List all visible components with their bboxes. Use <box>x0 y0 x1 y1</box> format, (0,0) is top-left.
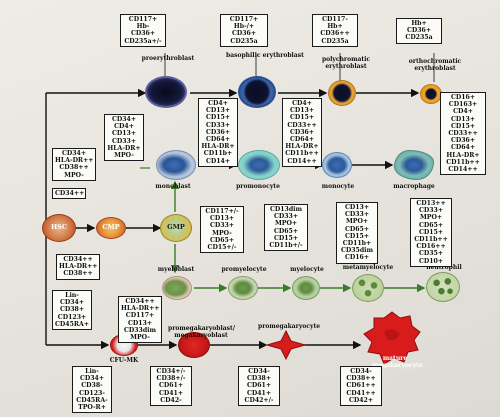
metamyelocyte-label: metamyelocyte <box>342 264 394 271</box>
proerythroblast-cell <box>145 76 187 108</box>
monoblast-label: monoblast <box>155 183 191 190</box>
markers-lin: Lin-CD34+CD38+CD123+CD45RA+ <box>52 290 92 331</box>
promyelocyte-cell <box>228 276 258 300</box>
gmp-cell <box>160 214 192 242</box>
markers-mature-megakaryocyte: CD34-CD38++CD61++CD41++CD42+ <box>340 366 382 407</box>
promonocyte-label: promonocyte <box>236 183 280 190</box>
markers-macrophage: CD16+CD163+CD4+CD13+CD15+CD33++CD36+CD64… <box>440 92 486 176</box>
polychromatic-erythroblast-label: polychromatic erythroblast <box>321 56 371 70</box>
markers-gmp: CD34+HLA-DR++CD38++MPO- <box>52 148 96 181</box>
markers-megakaryoblast: CD34+/-CD38+/-CD61+CD41+CD42- <box>150 366 192 407</box>
myeloblast-cell <box>162 276 192 300</box>
monocyte-label: monocyte <box>321 183 355 190</box>
metamyelocyte-cell <box>352 274 384 302</box>
cmp-cell <box>96 217 126 239</box>
myelocyte-label: myelocyte <box>290 266 324 273</box>
megakaryoblast-label: promegakaryoblast/ megakaryoblast <box>168 325 236 339</box>
macrophage-cell <box>394 150 434 180</box>
megakaryoblast-cell <box>178 332 210 358</box>
orthochromatic-erythroblast-cell <box>420 84 442 104</box>
neutrophil-label: neutrophil <box>426 264 462 271</box>
markers-proerythroblast: CD117+Hb-CD36+CD235a+/- <box>120 14 166 47</box>
proerythroblast-label: proerythroblast <box>141 55 195 62</box>
macrophage-label: macrophage <box>393 183 435 190</box>
markers-polychromatic-erythroblast: CD117-Hb+CD36++CD235a <box>312 14 358 47</box>
cmp-label: CMP <box>102 223 120 231</box>
cfu-mk-label: CFU-MK <box>109 357 139 364</box>
markers-basophilic-erythroblast: CD117+Hb-/+CD36+CD235a <box>220 14 268 47</box>
markers-orthochromatic-erythroblast: Hb+CD36+CD235a <box>396 18 442 44</box>
markers-hsc: CD34++ <box>52 188 86 200</box>
monocyte-cell <box>322 152 352 178</box>
hsc-label: HSC <box>50 223 67 231</box>
polychromatic-erythroblast-cell <box>328 80 356 106</box>
myelocyte-cell <box>292 276 320 300</box>
monoblast-cell <box>156 150 196 180</box>
mature-megakaryocyte-cell <box>363 311 421 365</box>
basophilic-erythroblast-label: basophilic erythroblast <box>226 52 304 59</box>
promegakaryocyte-label: promegakaryocyte <box>258 323 321 330</box>
orthochromatic-erythroblast-label: orthochromatic erythroblast <box>408 58 462 72</box>
mature-megakaryocyte-label: mature megakaryocyte <box>372 355 423 369</box>
promegakaryocyte-cell <box>266 330 306 360</box>
markers-cmp: CD34++HLA-DR++CD38++ <box>56 254 100 280</box>
myeloblast-label: myeloblast <box>157 266 195 273</box>
promyelocyte-label: promyelocyte <box>221 266 267 273</box>
promonocyte-cell <box>238 150 280 180</box>
markers-neutrophil: CD13++CD33+MPO+CD65+CD15+CD11b++CD16++CD… <box>410 198 452 267</box>
markers-monocyte: CD4+CD13+CD15+CD33++CD36+CD64+HLA-DR+CD1… <box>282 98 322 167</box>
markers-promyelocyte: CD117+/-CD13+CD33+MPO-CD65+CD15+/- <box>200 206 244 254</box>
markers-promegakaryocyte: CD34-CD38+CD61+CD41+CD42+/- <box>238 366 280 407</box>
markers-monoblast: CD34+CD4+CD13+CD33+HLA-DR+MPO- <box>104 114 144 162</box>
basophilic-erythroblast-cell <box>238 76 276 108</box>
markers-cfu-mk: Lin-CD34+CD38-CD123-CD45RA-TPO-R+ <box>72 366 112 414</box>
hsc-cell <box>42 214 76 242</box>
markers-promonocyte: CD4+CD13+CD15+CD33+CD36+CD64+HLA-DR+CD11… <box>198 98 238 167</box>
neutrophil-cell <box>426 272 460 302</box>
gmp-label: GMP <box>167 223 185 231</box>
